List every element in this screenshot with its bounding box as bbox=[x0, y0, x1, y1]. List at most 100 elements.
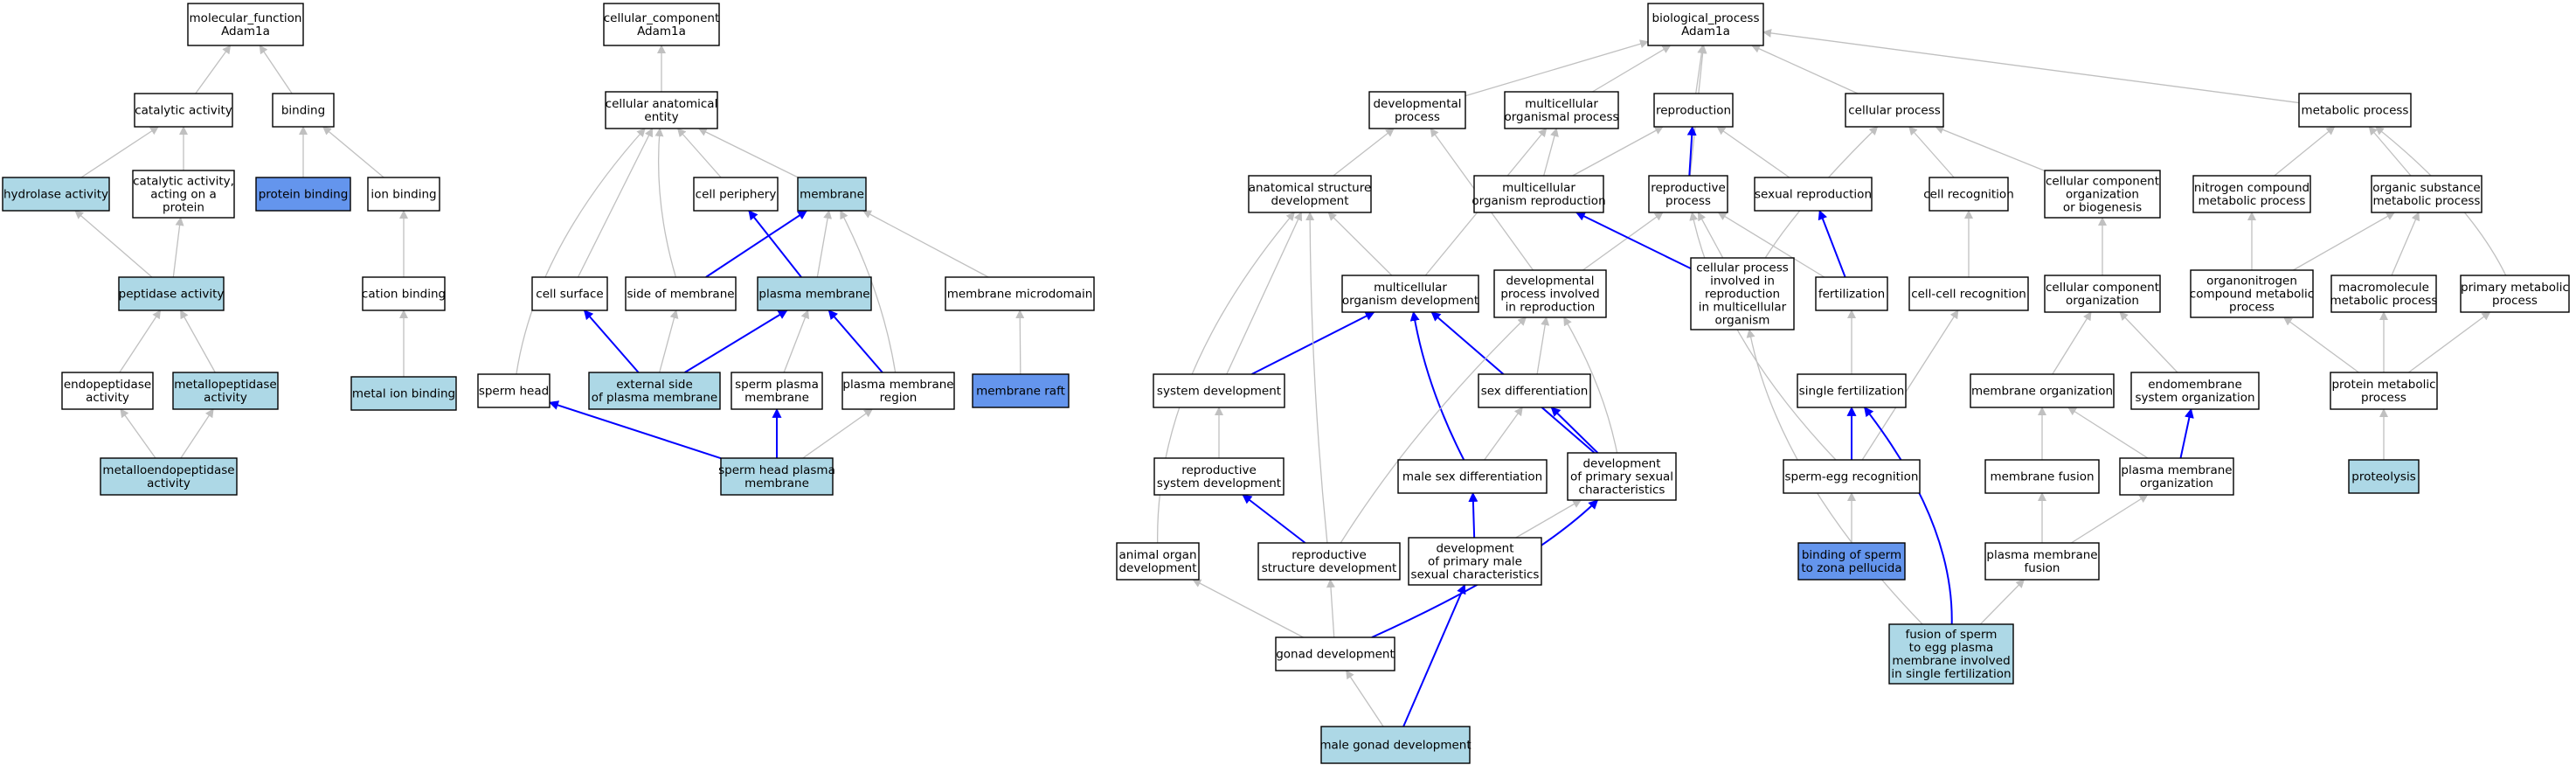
node-spermegg[interactable]: sperm-egg recognition bbox=[1783, 459, 1921, 494]
node-malesexdiff[interactable]: male sex differentiation bbox=[1397, 459, 1548, 494]
node-cellprocess[interactable]: cellular process bbox=[1845, 93, 1944, 128]
node-label-raft: membrane raft bbox=[976, 385, 1065, 399]
node-fertilization[interactable]: fertilization bbox=[1815, 276, 1888, 311]
node-box-reproduction bbox=[1653, 93, 1734, 128]
node-membranefusion[interactable]: membrane fusion bbox=[1984, 459, 2100, 494]
node-label-endopeptidase: activity bbox=[86, 391, 129, 405]
node-label-bp: biological_process bbox=[1652, 11, 1760, 25]
node-cellsurface[interactable]: cell surface bbox=[531, 276, 608, 311]
node-sexdiff[interactable]: sex differentiation bbox=[1478, 373, 1591, 408]
node-peptidase[interactable]: peptidase activity bbox=[118, 276, 225, 311]
node-cationbinding[interactable]: cation binding bbox=[362, 276, 446, 311]
node-periphery[interactable]: cell periphery bbox=[693, 177, 779, 212]
node-box-pmorg bbox=[2119, 457, 2234, 496]
node-malegonad[interactable]: male gonad development bbox=[1319, 726, 1472, 764]
node-proteolysis[interactable]: proteolysis bbox=[2348, 459, 2420, 494]
node-label-devrepro: in reproduction bbox=[1506, 301, 1596, 315]
node-label-ccorg2: cellular component bbox=[2046, 281, 2159, 295]
node-spermhead[interactable]: sperm head bbox=[477, 373, 551, 408]
edge-multirepro-to-multiorg bbox=[1543, 128, 1559, 177]
edge-proteinmeta-to-primarymeta bbox=[2407, 311, 2491, 373]
node-label-hydrolase: hydrolase activity bbox=[3, 188, 108, 202]
node-label-periphery: cell periphery bbox=[696, 188, 777, 202]
node-box-cationbinding bbox=[362, 276, 446, 311]
node-reproduction[interactable]: reproduction bbox=[1653, 93, 1734, 128]
node-label-anatomical: entity bbox=[644, 110, 678, 124]
node-sexrepro[interactable]: sexual reproduction bbox=[1754, 177, 1873, 212]
node-cellcell[interactable]: cell-cell recognition bbox=[1908, 276, 2029, 311]
node-plasmamembrane[interactable]: plasma membrane bbox=[757, 276, 872, 311]
node-sidemembrane[interactable]: side of membrane bbox=[625, 276, 737, 311]
node-box-spermplasma bbox=[731, 372, 823, 410]
node-cellrecog[interactable]: cell recognition bbox=[1923, 177, 2014, 212]
node-label-malesexdiff: male sex differentiation bbox=[1402, 470, 1542, 484]
node-binding[interactable]: binding bbox=[272, 93, 335, 128]
edge-reprostruct-to-devrepro bbox=[1340, 316, 1527, 544]
node-membraneorg[interactable]: membrane organization bbox=[1970, 373, 2115, 408]
edge-devprimsex-to-devrepro bbox=[1563, 316, 1618, 454]
edge-membraneorg-to-ccorg2 bbox=[2052, 311, 2092, 375]
node-catalytic[interactable]: catalytic activity bbox=[134, 93, 233, 128]
node-metabolic[interactable]: metabolic process bbox=[2298, 93, 2412, 128]
node-box-devprocess bbox=[1368, 91, 1466, 129]
node-box-systemdev bbox=[1153, 373, 1285, 408]
node-gonaddev[interactable]: gonad development bbox=[1275, 636, 1395, 671]
node-label-organicsub: organic substance bbox=[2372, 181, 2480, 195]
node-ionbinding[interactable]: ion binding bbox=[367, 177, 440, 212]
node-membrane[interactable]: membrane bbox=[797, 177, 867, 212]
node-label-cellcell: cell-cell recognition bbox=[1911, 288, 2026, 302]
node-raft[interactable]: membrane raft bbox=[972, 373, 1070, 408]
node-label-proteinbinding: protein binding bbox=[259, 188, 349, 202]
node-singlefert[interactable]: single fertilization bbox=[1797, 373, 1907, 408]
node-proteinbinding[interactable]: protein binding bbox=[255, 177, 351, 212]
edge-spermegg-to-cellcell bbox=[1861, 309, 1959, 461]
node-label-sexdiff: sex differentiation bbox=[1481, 385, 1589, 399]
node-systemdev[interactable]: system development bbox=[1153, 373, 1285, 408]
node-label-multirepro: organism reproduction bbox=[1472, 194, 1605, 208]
node-microdomain[interactable]: membrane microdomain bbox=[945, 276, 1095, 311]
node-label-ccorg2: organization bbox=[2066, 294, 2139, 308]
edge-raft-to-microdomain bbox=[1015, 309, 1025, 375]
node-box-membrane bbox=[797, 177, 867, 212]
node-metalion[interactable]: metal ion binding bbox=[350, 376, 457, 411]
node-hydrolase[interactable]: hydrolase activity bbox=[2, 177, 110, 212]
